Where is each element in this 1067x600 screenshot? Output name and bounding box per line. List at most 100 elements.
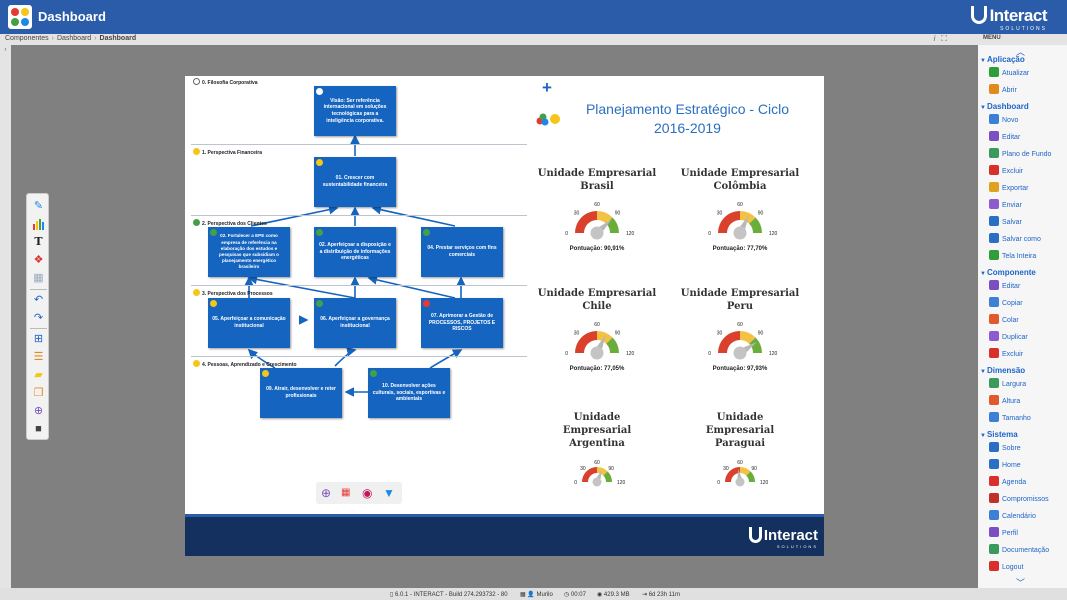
menu-item-duplicate[interactable]: Duplicar [989, 331, 1028, 343]
breadcrumb-item[interactable]: Componentes [5, 35, 49, 42]
save-as-icon [989, 233, 999, 243]
perspective-label: 2. Perspectiva dos Clientes [193, 219, 267, 227]
menu-section-title[interactable]: Sistema [980, 430, 1018, 439]
menu-section-title[interactable]: Componente [980, 268, 1036, 277]
redo-icon[interactable]: ↷ [33, 312, 44, 324]
objective-box[interactable]: 07. Aprimorar a Gestão de PROCESSOS, PRO… [421, 298, 503, 348]
palette-icon[interactable]: ❖ [33, 254, 44, 266]
objective-box[interactable]: Visão: Ser referência internacional em s… [314, 86, 396, 136]
menu-item-agenda[interactable]: Agenda [989, 476, 1026, 488]
scroll-up-icon[interactable]: ︿ [1016, 47, 1026, 57]
note-icon[interactable]: ▰ [34, 369, 43, 381]
menu-item-delete[interactable]: Excluir [989, 348, 1023, 360]
menu-item-home[interactable]: Home [989, 459, 1021, 471]
objective-box[interactable]: 02. Aperfeiçoar a disposição e a distrib… [314, 227, 396, 277]
undo-icon[interactable]: ↶ [33, 294, 44, 306]
scroll-down-icon[interactable]: ﹀ [1016, 578, 1026, 588]
menu-item-info[interactable]: Sobre [989, 442, 1021, 454]
menu-section-title[interactable]: Dimensão [980, 366, 1025, 375]
menu-item-appointments[interactable]: Compromissos [989, 493, 1049, 505]
pen-icon[interactable]: ✎ [33, 200, 44, 212]
menu-item-folder[interactable]: Abrir [989, 84, 1017, 96]
menu-item-width[interactable]: Largura [989, 378, 1026, 390]
menu-item-save[interactable]: Salvar [989, 216, 1022, 228]
menu-item-background[interactable]: Plano de Fundo [989, 148, 1051, 160]
menu-item-new[interactable]: Novo [989, 114, 1018, 126]
uptime-info: ⇥ 6d 23h 11m [642, 592, 680, 598]
status-bar: ▯ 6.0.1 - INTERACT - Build 274.293732 - … [0, 588, 1067, 600]
menu-item-refresh[interactable]: Atualizar [989, 67, 1029, 79]
menu-item-delete[interactable]: Excluir [989, 165, 1023, 177]
menu-item-calendar[interactable]: Calendário [989, 510, 1036, 522]
unit-name: Unidade Empresarial Colômbia [680, 168, 800, 192]
gauge-band [740, 467, 751, 476]
objective-box[interactable]: 01. Crescer com sustentabilidade finance… [314, 157, 396, 207]
delete-icon [989, 165, 999, 175]
menu-item-profile[interactable]: Perfil [989, 527, 1018, 539]
menu-item-export[interactable]: Exportar [989, 182, 1028, 194]
app-logo-icon[interactable] [8, 5, 32, 29]
gauge-tick-label: 30 [574, 210, 580, 216]
menu-item-documentation[interactable]: Documentação [989, 544, 1049, 556]
objective-box[interactable]: 05. Aperfeiçoar a comunicação institucio… [208, 298, 290, 348]
menu-item-size[interactable]: Tamanho [989, 412, 1031, 424]
menu-item-label: Enviar [1002, 202, 1022, 209]
brand-subtitle: SOLUTIONS [776, 544, 818, 549]
menu-label[interactable]: MENU [983, 35, 1001, 41]
menu-item-height[interactable]: Altura [989, 395, 1020, 407]
time-info: ◷ 00:07 [564, 592, 586, 598]
objective-box[interactable]: 04. Prestar serviços com fins comerciais [421, 227, 503, 277]
fullscreen-icon[interactable]: ⛶ [941, 34, 947, 43]
lock-icon[interactable]: ■ [35, 423, 42, 435]
menu-item-edit[interactable]: Editar [989, 131, 1020, 143]
align-icon[interactable]: ☰ [33, 351, 44, 363]
menu-item-logout[interactable]: Logout [989, 561, 1023, 573]
menu-item-edit[interactable]: Editar [989, 280, 1020, 292]
export-icon [989, 182, 999, 192]
objective-box[interactable]: 10. Desenvolver ações culturais, sociais… [368, 368, 450, 418]
menu-item-send[interactable]: Enviar [989, 199, 1022, 211]
gauge-hub [590, 346, 604, 360]
objective-box[interactable]: 02. Fortalecer a EPE como empresa de ref… [208, 227, 290, 277]
gauge-tick-label: 60 [594, 202, 600, 208]
objective-box[interactable]: 09. Atrair, desenvolver e reter profissi… [260, 368, 342, 418]
layers-icon[interactable]: ▦ [33, 272, 44, 284]
info-icon[interactable]: i [933, 34, 936, 43]
gauge-tick-label: 90 [615, 210, 621, 216]
menu-item-fullscreen[interactable]: Tela Inteira [989, 250, 1036, 262]
components-icon[interactable] [535, 112, 563, 126]
filter-icon[interactable]: ▼ [383, 486, 395, 500]
bar-chart-icon[interactable] [32, 218, 45, 230]
zoom-icon[interactable]: ⊕ [33, 405, 44, 417]
breadcrumb-item[interactable]: Dashboard [56, 35, 92, 42]
grid-icon[interactable]: ⊞ [33, 333, 44, 345]
zoom-icon[interactable]: ⊕ [321, 486, 332, 500]
paste-icon[interactable]: ❐ [33, 387, 44, 399]
menu-item-paste[interactable]: Colar [989, 314, 1019, 326]
view-tools: i⛶ [934, 34, 947, 44]
left-panel-toggle[interactable]: › [0, 45, 11, 588]
gauge-tick-label: 0 [708, 351, 711, 357]
menu-section-title[interactable]: Aplicação [980, 55, 1025, 64]
view-icon[interactable]: ◉ [362, 486, 373, 500]
colors-icon[interactable]: ▦ [341, 487, 351, 498]
copy-icon [989, 297, 999, 307]
menu-section-title[interactable]: Dashboard [980, 102, 1029, 111]
menu-item-save-as[interactable]: Salvar como [989, 233, 1041, 245]
objective-box[interactable]: 06. Aperfeiçoar a governança institucion… [314, 298, 396, 348]
text-icon[interactable]: T [34, 235, 43, 248]
menu-item-copy[interactable]: Copiar [989, 297, 1023, 309]
gauge-tick-label: 60 [594, 322, 600, 328]
add-icon[interactable]: + [542, 78, 552, 97]
build-info: ▯ 6.0.1 - INTERACT - Build 274.293732 - … [390, 592, 508, 598]
